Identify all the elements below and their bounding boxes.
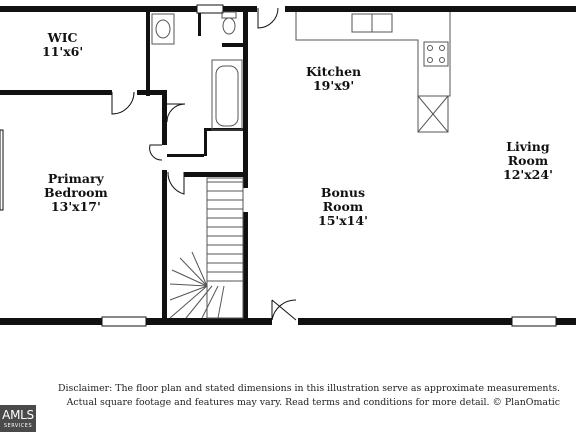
room-label-wic: WIC 11'x6' [42,31,83,59]
room-dims: 11'x6' [42,44,84,59]
bathtub [211,59,243,131]
room-name-line2: Bedroom [44,185,108,200]
sink-vanity [151,13,175,45]
room-dims: 13'x17' [50,199,101,214]
amls-logo-subtext: SERVICES [3,423,33,429]
windows [0,4,557,327]
disclaimer: Disclaimer: The floor plan and stated di… [58,382,560,410]
room-dims: 12'x24' [503,167,553,182]
room-name-line1: Primary [47,171,104,186]
room-name: Kitchen [306,64,362,79]
room-dims: 15'x14' [318,213,368,228]
toilet-tank [221,11,237,19]
toilet-bowl [222,17,236,35]
exterior-walls [0,6,576,325]
room-dims: 19'x9' [312,78,355,93]
room-name-line2: Room [322,199,364,214]
disclaimer-line1: Disclaimer: The floor plan and stated di… [58,383,560,394]
disclaimer-line2: Actual square footage and features may v… [66,397,560,408]
amls-logo-badge: AMLS SERVICES [0,405,36,432]
amls-logo-text: AMLS [2,408,34,422]
room-name-line1: Living [506,139,550,154]
room-label-primary-bedroom: Primary Bedroom 13'x17' [44,172,108,214]
doors [111,7,297,321]
bathroom-fixtures [151,11,243,131]
room-name-line1: Bonus [320,185,366,200]
room-name: WIC [47,30,78,45]
stove [423,41,449,67]
room-label-bonus-room: Bonus Room 15'x14' [318,186,368,228]
interior-walls [0,12,248,320]
room-label-living-room: Living Room 12'x24' [503,140,553,182]
staircase [169,177,244,319]
kitchen-fixtures [295,12,451,133]
room-name-line2: Room [507,153,549,168]
room-label-kitchen: Kitchen 19'x9' [306,65,361,93]
fridge [417,95,449,133]
